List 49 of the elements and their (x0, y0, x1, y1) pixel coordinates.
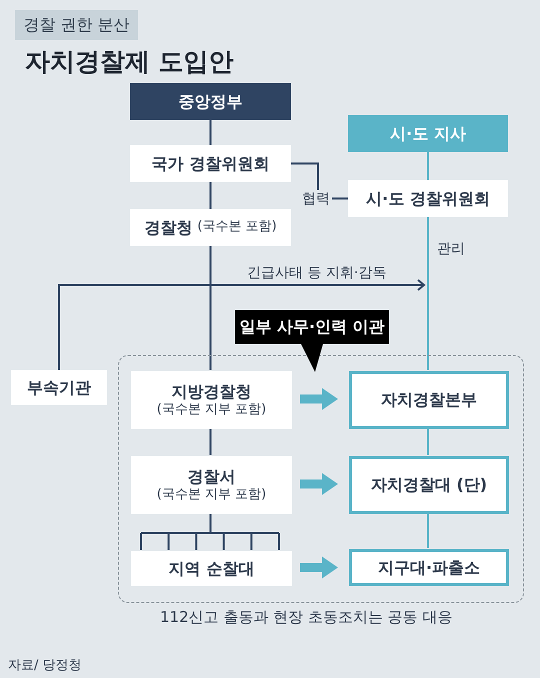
callout-bubble (235, 310, 389, 372)
header-box (130, 83, 291, 120)
org-box (131, 551, 292, 586)
arrow (210, 246, 425, 291)
node-title: 자치경찰본부 (381, 390, 477, 410)
connector-line (210, 428, 212, 455)
source-note: 자료/ 당정청 (8, 657, 82, 674)
footnote: 112신고 출동과 현장 초동조치는 공동 대응 (160, 608, 452, 627)
org-box (349, 456, 509, 514)
header-box (348, 115, 508, 152)
org-box (349, 549, 509, 586)
node-title: 자치경찰대 (단) (370, 475, 488, 495)
arrow (300, 556, 338, 578)
org-box (130, 209, 291, 246)
node-title: 일부 사무·인력 이관 (239, 317, 385, 337)
org-box (130, 145, 291, 182)
node-title: 시·도 지사 (390, 124, 466, 144)
edge-label: 긴급사태 등 지휘·감독 (245, 264, 388, 282)
connector-line (210, 182, 212, 209)
node-title: 지역 순찰대 (168, 558, 254, 578)
org-box (349, 371, 509, 429)
arrow (300, 473, 338, 495)
org-box (131, 371, 292, 429)
org-box (348, 180, 508, 217)
connector-line (427, 217, 429, 370)
node-title: 경찰서 (188, 466, 236, 487)
node-title: 경찰 권한 분산 (23, 15, 130, 35)
section-tag (15, 10, 138, 40)
node-title: 부속기관 (27, 378, 91, 398)
connector-line (427, 513, 429, 548)
connector-line (427, 152, 429, 180)
node-title: 시·도 경찰위원회 (366, 188, 490, 208)
connector-line (210, 120, 212, 145)
node-title: 지방경찰청 (172, 382, 252, 402)
node-title: 경찰청 (144, 218, 192, 238)
node-subtitle: (국수본 지부 포함) (156, 402, 266, 418)
connector-line (140, 512, 280, 551)
node-title: 국가 경찰위원회 (152, 154, 270, 174)
node-title: 중앙정부 (178, 92, 242, 112)
node-subtitle: (국수본 지부 포함) (156, 486, 266, 504)
org-box (131, 456, 292, 514)
connector-line (427, 428, 429, 455)
arrow (300, 388, 338, 410)
edge-label: 협력 (300, 190, 332, 208)
node-title: 지구대·파출소 (378, 558, 480, 578)
org-box (11, 370, 107, 405)
node-subtitle: (국수본 포함) (197, 219, 277, 236)
dashed-group-frame (118, 355, 524, 603)
title: 자치경찰제 도입안 (25, 46, 234, 78)
